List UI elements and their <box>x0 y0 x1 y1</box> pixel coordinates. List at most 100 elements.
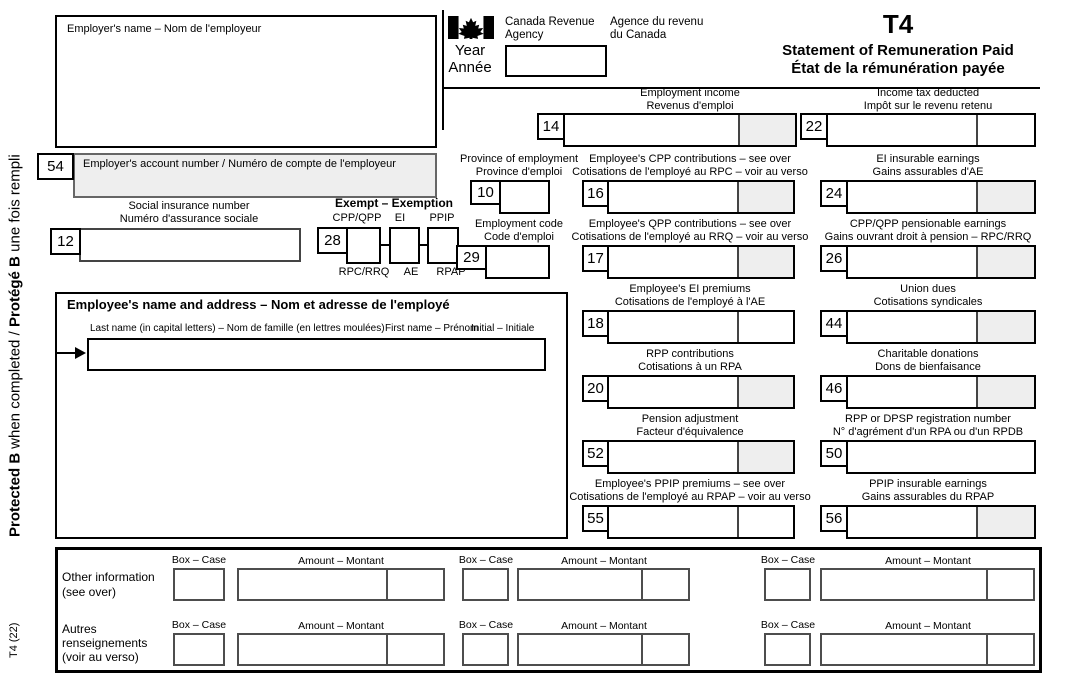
oi-r2-box2-input[interactable] <box>462 633 509 666</box>
oi-r1-box3-label: Box – Case <box>760 554 816 566</box>
oi-r2-amount2-cents[interactable] <box>641 635 688 664</box>
other-information-label-en: Other information (see over) <box>62 570 155 599</box>
oi-r1-box1-input[interactable] <box>173 568 225 601</box>
oi-r1-box3-input[interactable] <box>764 568 811 601</box>
field-26-label: CPP/QPP pensionable earnings Gains ouvra… <box>824 218 1032 243</box>
oi-r2-amount3-cents[interactable] <box>986 635 1033 664</box>
field-50-label: RPP or DPSP registration number N° d'agr… <box>832 413 1024 438</box>
field-22-amount-input[interactable] <box>826 113 1036 147</box>
field-55-amount-input[interactable] <box>607 505 795 539</box>
field-12-number-tab: 12 <box>50 228 81 255</box>
field-16-amount-input[interactable] <box>607 180 795 214</box>
field-55-cents-box[interactable] <box>737 507 793 537</box>
exempt-col2-top-label: EI <box>394 212 406 224</box>
exempt-connector-2 <box>420 244 427 246</box>
exempt-cpp-qpp-checkbox[interactable] <box>346 227 381 264</box>
oi-r1-amount1-label: Amount – Montant <box>298 555 384 567</box>
field-18-cents-box[interactable] <box>737 312 793 342</box>
oi-r2-amount1-cents[interactable] <box>386 635 443 664</box>
oi-r1-amount2-input[interactable] <box>517 568 690 601</box>
field-52-amount-input[interactable] <box>607 440 795 474</box>
field-56-amount-input[interactable] <box>846 505 1036 539</box>
oi-r2-box1-input[interactable] <box>173 633 225 666</box>
protected-middle: when completed / <box>6 327 24 454</box>
field-17-cents-box[interactable] <box>737 247 793 277</box>
oi-r2-box3-input[interactable] <box>764 633 811 666</box>
oi-r2-amount3-input[interactable] <box>820 633 1035 666</box>
oi-r1-amount3-label: Amount – Montant <box>885 555 971 567</box>
field-14-amount-input[interactable] <box>563 113 797 147</box>
employer-account-input[interactable]: Employer's account number / Numéro de co… <box>73 153 437 198</box>
exempt-connector-1 <box>381 244 389 246</box>
year-input[interactable] <box>505 45 607 77</box>
field-18-label: Employee's EI premiums Cotisations de l'… <box>614 283 766 308</box>
employer-name-label: Employer's name – Nom de l'employeur <box>67 23 262 35</box>
field-17-amount-input[interactable] <box>607 245 795 279</box>
field-14-label: Employment income Revenus d'emploi <box>640 87 740 112</box>
exempt-col1-bottom-label: RPC/RRQ <box>338 266 390 278</box>
oi-r1-box2-input[interactable] <box>462 568 509 601</box>
oi-r1-amount3-input[interactable] <box>820 568 1035 601</box>
sin-input[interactable] <box>79 228 301 262</box>
field-20-cents-box[interactable] <box>737 377 793 407</box>
field-46-amount-input[interactable] <box>846 375 1036 409</box>
initial-label: Initial – Initiale <box>471 323 535 334</box>
employee-name-input[interactable] <box>87 338 546 371</box>
field-26-amount-input[interactable] <box>846 245 1036 279</box>
field-46-number-tab: 46 <box>820 375 848 402</box>
oi-r1-amount3-cents[interactable] <box>986 570 1033 599</box>
field-28-number-tab: 28 <box>317 227 348 254</box>
oi-r1-amount2-cents[interactable] <box>641 570 688 599</box>
exempt-col2-bottom-label: AE <box>403 266 419 278</box>
field-44-cents-box[interactable] <box>976 312 1034 342</box>
oi-r2-box1-label: Box – Case <box>171 619 227 631</box>
header-horizontal-divider <box>443 87 1040 89</box>
last-name-label: Last name (in capital letters) – Nom de … <box>90 323 385 334</box>
field-17-label: Employee's QPP contributions – see over … <box>571 218 809 243</box>
field-24-cents-box[interactable] <box>976 182 1034 212</box>
oi-r2-box2-label: Box – Case <box>458 619 514 631</box>
field-44-amount-input[interactable] <box>846 310 1036 344</box>
protected-b-en: Protected B <box>6 453 24 538</box>
field-18-amount-input[interactable] <box>607 310 795 344</box>
field-52-label: Pension adjustment Facteur d'équivalence <box>636 413 744 438</box>
field-16-cents-box[interactable] <box>737 182 793 212</box>
field-22-number-tab: 22 <box>800 113 828 140</box>
oi-r1-amount1-input[interactable] <box>237 568 445 601</box>
field-56-label: PPIP insurable earnings Gains assurables… <box>861 478 995 503</box>
employee-name-address-section: Employee's name and address – Nom et adr… <box>55 292 568 539</box>
field-29-number-tab: 29 <box>456 245 487 270</box>
field-50-input[interactable] <box>846 440 1036 474</box>
field-46-cents-box[interactable] <box>976 377 1034 407</box>
protected-end: une fois rempli <box>6 154 24 257</box>
arrow-right-head-icon <box>75 347 86 359</box>
form-code-title: T4 <box>882 9 914 39</box>
oi-r2-amount1-label: Amount – Montant <box>298 620 384 632</box>
field-10-label: Province of employment Province d'emploi <box>460 153 578 178</box>
employer-name-input[interactable]: Employer's name – Nom de l'employeur <box>55 15 437 148</box>
field-10-input[interactable] <box>499 180 550 214</box>
field-22-cents-box[interactable] <box>976 115 1034 145</box>
other-information-label-fr: Autres renseignements (voir au verso) <box>62 622 148 664</box>
oi-r2-amount2-input[interactable] <box>517 633 690 666</box>
field-20-amount-input[interactable] <box>607 375 795 409</box>
field-16-number-tab: 16 <box>582 180 609 207</box>
exempt-ei-checkbox[interactable] <box>389 227 420 264</box>
oi-r1-amount1-cents[interactable] <box>386 570 443 599</box>
field-18-number-tab: 18 <box>582 310 609 337</box>
field-26-number-tab: 26 <box>820 245 848 272</box>
field-52-cents-box[interactable] <box>737 442 793 472</box>
field-56-cents-box[interactable] <box>976 507 1034 537</box>
exempt-col1-top-label: CPP/QPP <box>332 212 382 224</box>
field-26-cents-box[interactable] <box>976 247 1034 277</box>
oi-r1-box1-label: Box – Case <box>171 554 227 566</box>
field-24-amount-input[interactable] <box>846 180 1036 214</box>
field-24-number-tab: 24 <box>820 180 848 207</box>
field-29-label: Employment code Code d'emploi <box>474 218 564 243</box>
oi-r2-amount2-label: Amount – Montant <box>561 620 647 632</box>
field-29-input[interactable] <box>485 245 550 279</box>
field-14-cents-box[interactable] <box>738 115 795 145</box>
oi-r2-amount1-input[interactable] <box>237 633 445 666</box>
field-14-number-tab: 14 <box>537 113 565 140</box>
